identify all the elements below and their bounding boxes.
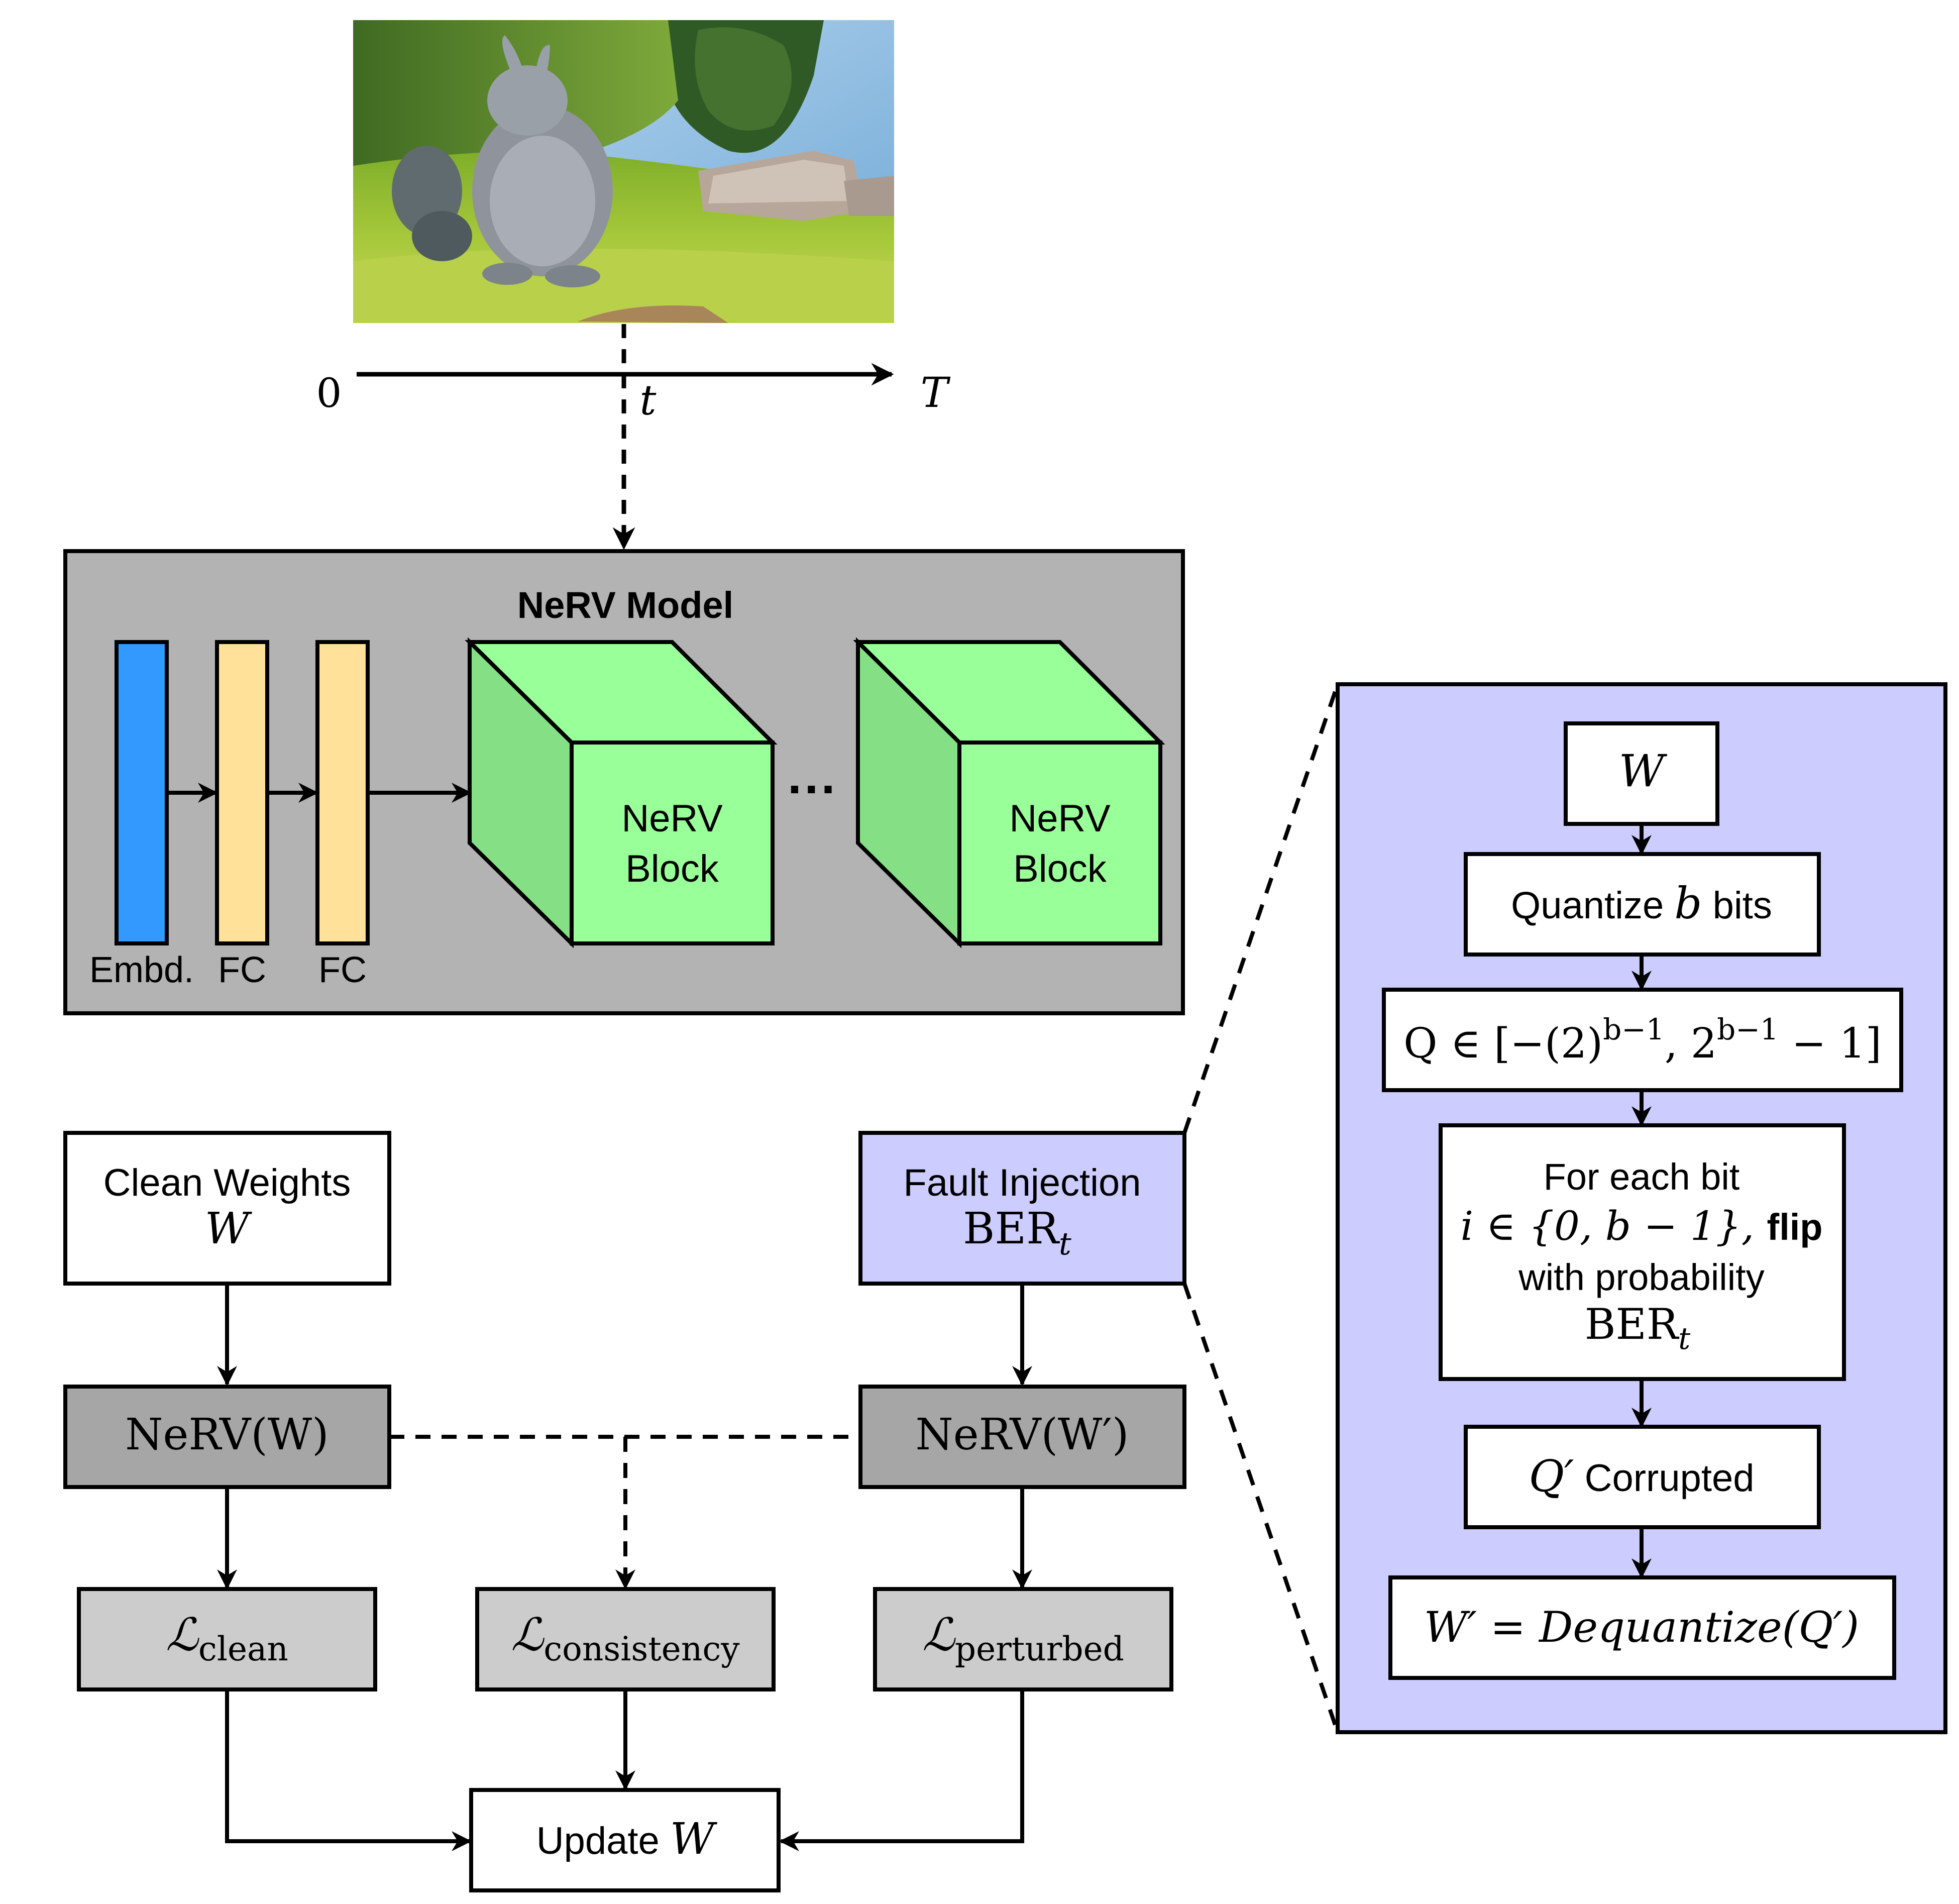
panel-w-label: W [1619,745,1668,797]
bit-flip-line1: For each bit [1544,1156,1740,1198]
nerv-block-2: NeRV Block [853,637,1165,948]
dequantize-label: W′ = Dequantize(Q′) [1424,1603,1859,1652]
nerv-block-1-line2: Block [625,848,719,890]
update-w-node: Update W [469,1788,781,1892]
loss-perturbed-label: ℒperturbed [922,1609,1124,1668]
bit-flip-line4: BERt [1585,1300,1691,1356]
clean-weights-label: Clean Weights [103,1161,351,1204]
blocks-ellipsis: ··· [788,761,838,817]
fault-injection-panel: W Quantize b bits Q ∈ [−(2)b−1, 2b−1 − 1… [1336,682,1947,1734]
video-frame-illustration [353,20,894,323]
nerv-w-node: NeRV(W) [63,1385,391,1489]
timeline-t-label: t [640,377,657,425]
corrupted-box [1464,1425,1821,1529]
loss-clean-label: ℒclean [166,1609,288,1668]
zoom-line-top [1182,683,1340,1134]
timeline-start-label: 0 [316,370,342,416]
embedding-layer [115,640,169,945]
loss-perturbed-node: ℒperturbed [873,1587,1173,1691]
nerv-block-2-line1: NeRV [1009,797,1111,840]
update-w-label: Update W [536,1814,718,1864]
fc-layer-1 [215,640,269,945]
clean-weights-node: Clean Weights W [63,1131,391,1286]
timeline: 0 t T [316,363,951,425]
zoom-line-bottom [1182,1283,1340,1733]
fault-injection-node: Fault Injection BERt [858,1131,1186,1286]
nerv-model-title: NeRV Model [517,584,733,626]
quantize-label: Quantize b bits [1511,879,1772,929]
corrupted-label: Q′ Corrupted [1529,1451,1754,1502]
fc-label-1: FC [218,950,266,990]
panel-w-box [1564,721,1719,826]
nerv-block-2-line2: Block [1013,848,1107,890]
bit-flip-line3: with probability [1518,1256,1764,1298]
quantize-box [1464,852,1821,957]
nerv-wprime-label: NeRV(W′) [916,1410,1129,1460]
dequantize-box [1388,1575,1896,1680]
loss-consistency-label: ℒconsistency [511,1609,740,1668]
nerv-model: NeRV Model Embd. FC FC NeRV Block ··· Ne… [63,549,1185,1015]
fault-injection-label: Fault Injection [903,1161,1141,1204]
fault-injection-ber: BERt [963,1204,1071,1262]
nerv-w-label: NeRV(W) [125,1410,329,1460]
bit-flip-box [1439,1123,1846,1381]
q-range-box [1382,988,1903,1092]
bit-flip-line2: i ∈ {0, b − 1}, flip [1460,1203,1822,1249]
q-range-label: Q ∈ [−(2)b−1, 2b−1 − 1] [1403,1012,1882,1068]
embedding-label: Embd. [89,950,194,990]
fc-layer-2 [315,640,370,945]
clean-weights-var: W [205,1204,253,1254]
loss-clean-node: ℒclean [77,1587,377,1691]
timeline-end-label: T [921,369,951,417]
nerv-block-1-line1: NeRV [621,797,723,840]
loss-consistency-node: ℒconsistency [475,1587,776,1691]
nerv-block-1: NeRV Block [465,637,778,948]
nerv-wprime-node: NeRV(W′) [858,1385,1186,1489]
fc-label-2: FC [318,950,367,990]
